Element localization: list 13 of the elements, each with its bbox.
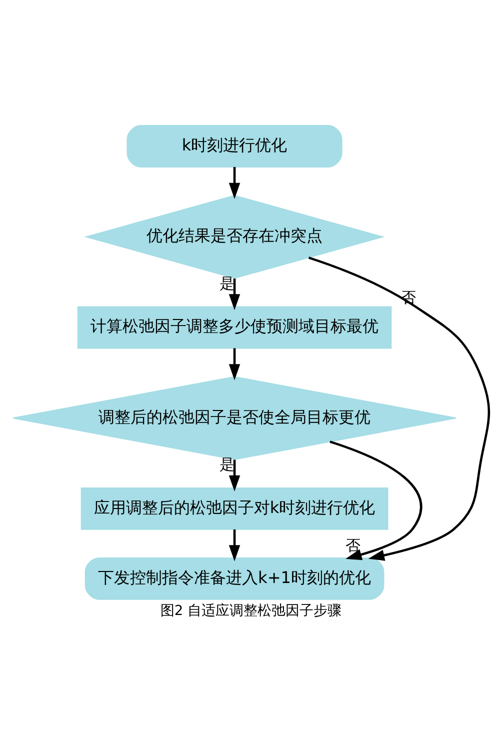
arrow — [228, 528, 240, 561]
arrow — [228, 348, 240, 380]
arrow — [228, 166, 240, 198]
node-box: 应用调整后的松弛因子对k时刻进行优化 — [80, 486, 388, 530]
arrow — [228, 278, 240, 310]
arrow — [228, 459, 240, 491]
arrow — [330, 440, 422, 560]
node-box: 计算松弛因子调整多少使预测域目标最优 — [77, 306, 392, 348]
edge-label: 否 — [345, 536, 360, 554]
arrow — [308, 256, 490, 560]
caption: 图2 自适应调整松弛因子步骤 — [160, 602, 342, 618]
node-box: 下发控制指令准备进入k+1时刻的优化 — [84, 556, 384, 600]
node-box: k时刻进行优化 — [126, 124, 342, 167]
